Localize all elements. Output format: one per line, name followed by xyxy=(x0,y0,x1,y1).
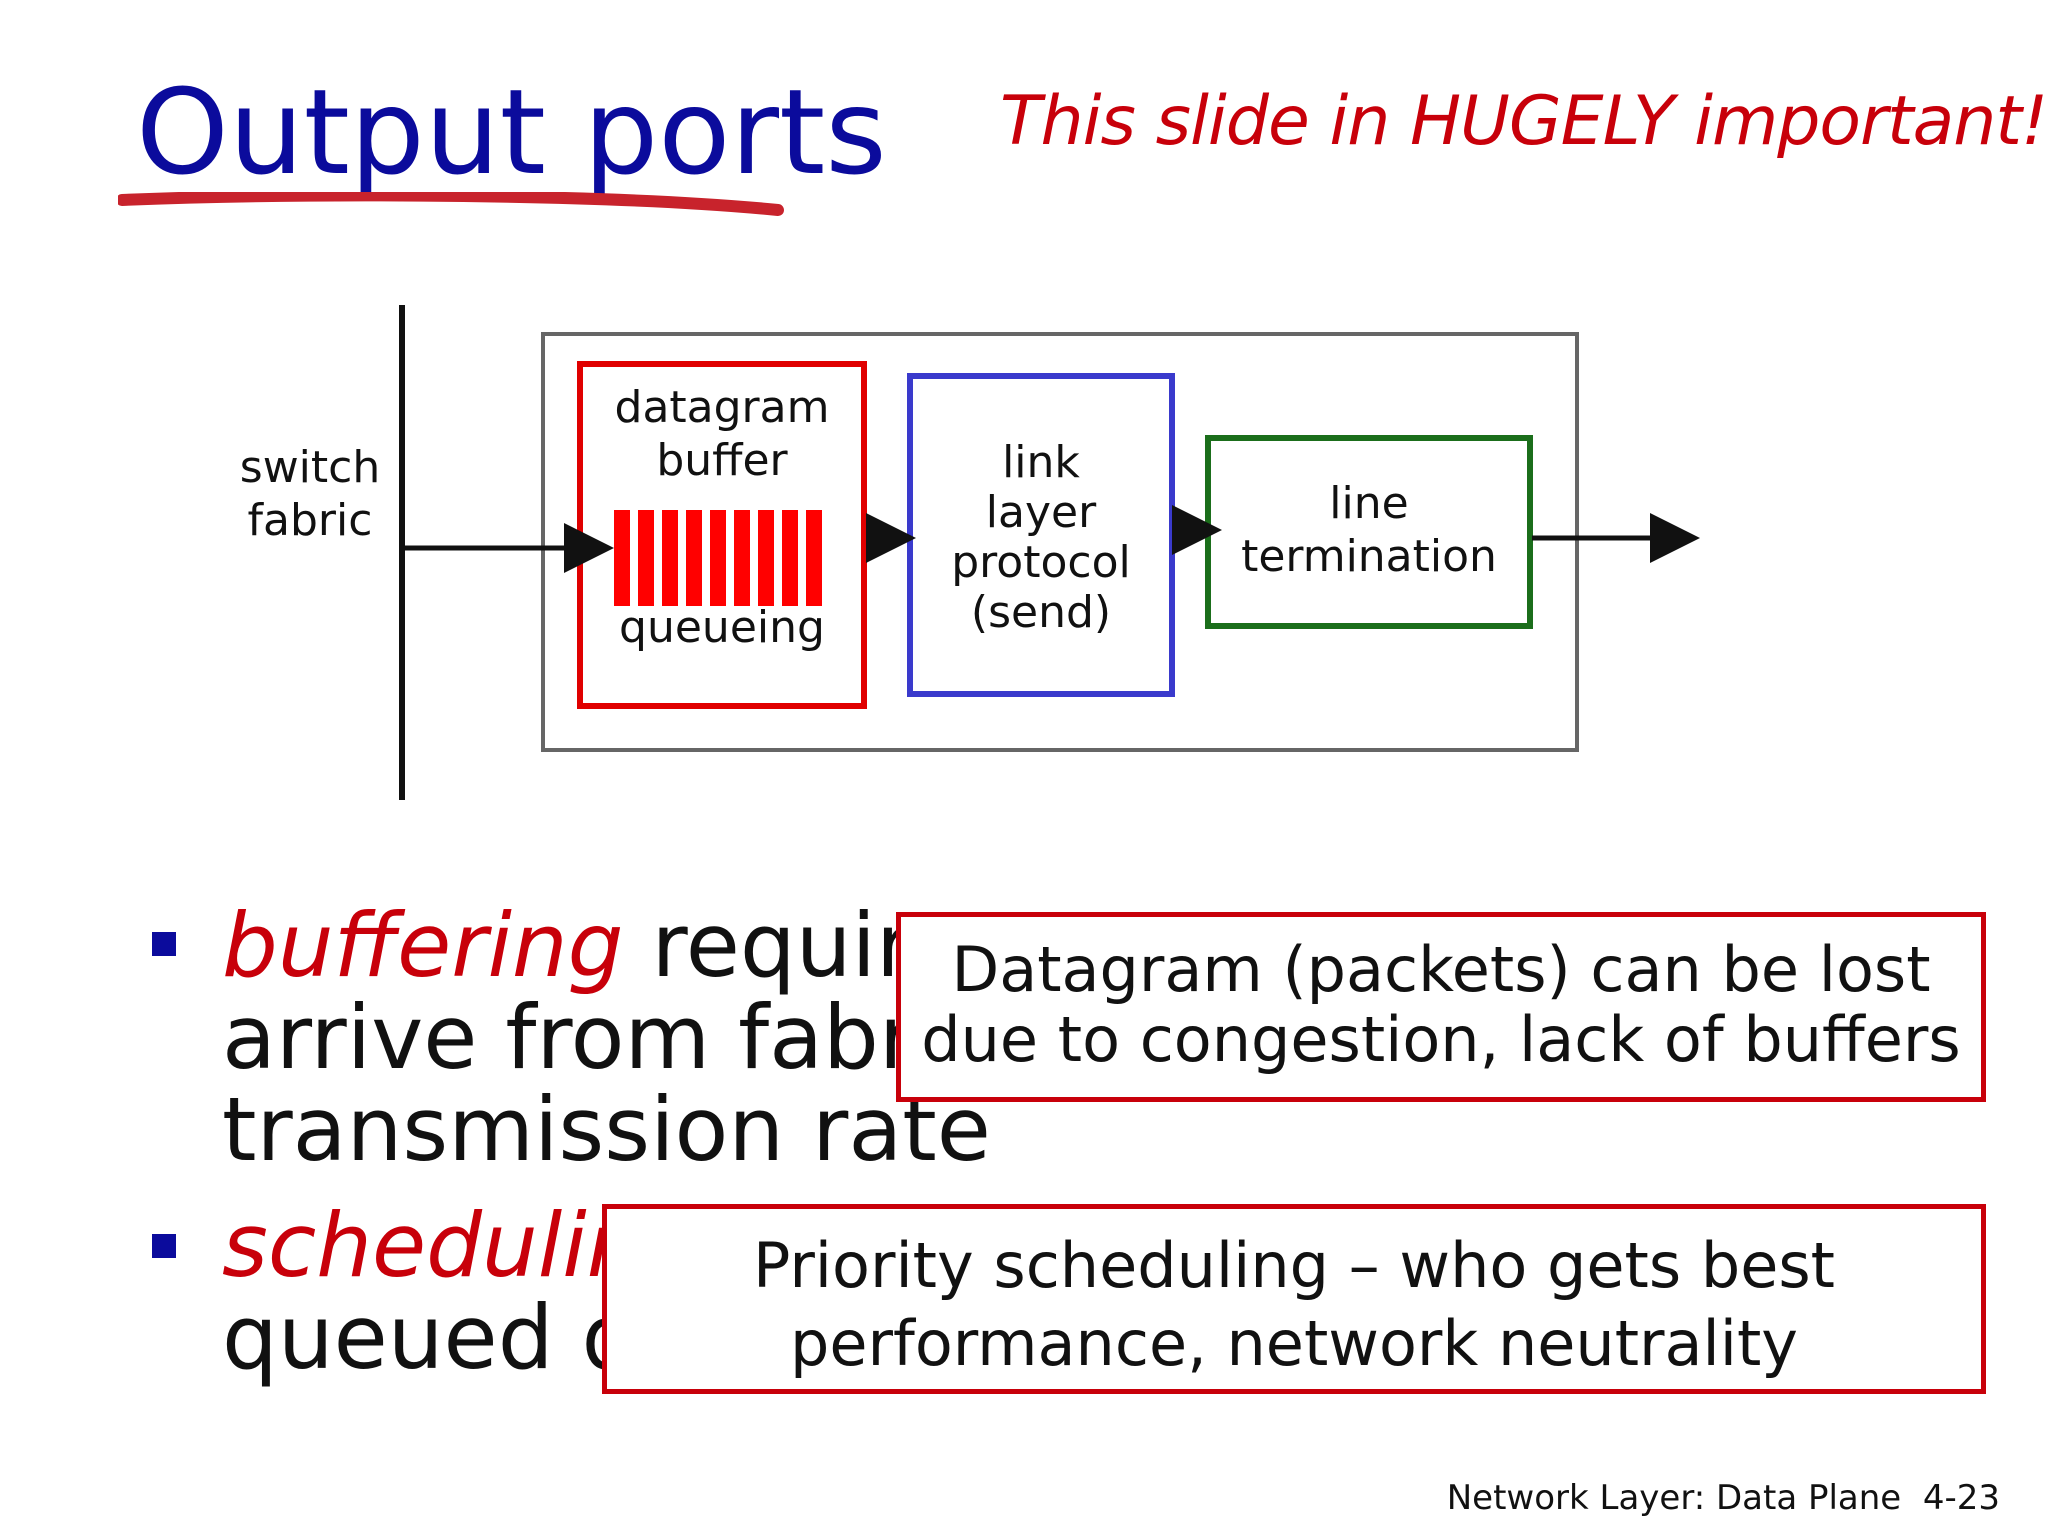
output-port-diagram xyxy=(399,305,1700,800)
link-layer-label: link layer protocol (send) xyxy=(910,437,1172,639)
bullet-1-emphasis: buffering xyxy=(222,894,624,997)
callout-line: Priority scheduling – who gets best xyxy=(753,1229,1835,1302)
bullet-1-line-3: transmission rate xyxy=(222,1078,991,1181)
switch-fabric-label-line: switch xyxy=(239,442,381,493)
switch-fabric-label-line: fabric xyxy=(247,494,373,546)
datagram-buffer-label-line: buffer xyxy=(656,434,788,486)
callout-priority-scheduling: Priority scheduling – who gets best perf… xyxy=(602,1204,1986,1394)
bullet-2-line-1: schedulin xyxy=(222,1199,642,1292)
datagram-buffer-label: datagram buffer xyxy=(580,382,864,488)
callout-line: performance, network neutrality xyxy=(790,1306,1798,1380)
bullet-marker xyxy=(152,932,176,956)
datagram-buffer-label-line: datagram xyxy=(614,382,830,433)
link-layer-label-line: link xyxy=(1002,437,1080,488)
slide-title: Output ports xyxy=(136,63,887,201)
callout-line: Datagram (packets) can be lost xyxy=(951,933,1931,1006)
link-layer-label-line: (send) xyxy=(970,587,1112,639)
title-underline xyxy=(118,192,784,216)
bullet-2-emphasis: schedulin xyxy=(222,1194,643,1297)
line-termination-label-line: termination xyxy=(1241,530,1497,582)
bullet-marker xyxy=(152,1234,176,1258)
bullet-1-line-2: arrive from fabric xyxy=(222,986,988,1089)
switch-fabric-label: switch fabric xyxy=(230,442,390,548)
line-termination-box xyxy=(1205,435,1533,629)
slide-footer: Network Layer: Data Plane 4-23 xyxy=(1446,1478,2000,1518)
link-layer-label-line: protocol xyxy=(951,537,1131,589)
line-termination-label: line termination xyxy=(1208,478,1530,584)
bullet-1-line-1: buffering require xyxy=(222,899,964,992)
queueing-label: queueing xyxy=(619,602,825,653)
link-layer-label-line: layer xyxy=(985,487,1097,539)
queue-bars xyxy=(614,510,822,606)
line-termination-label-line: line xyxy=(1329,478,1409,529)
callout-packet-loss: Datagram (packets) can be lost due to co… xyxy=(896,912,1986,1102)
important-note: This slide in HUGELY important! xyxy=(1000,82,2048,161)
bullet-2-line-2: queued d xyxy=(222,1286,638,1389)
callout-line: due to congestion, lack of buffers xyxy=(921,1003,1961,1077)
